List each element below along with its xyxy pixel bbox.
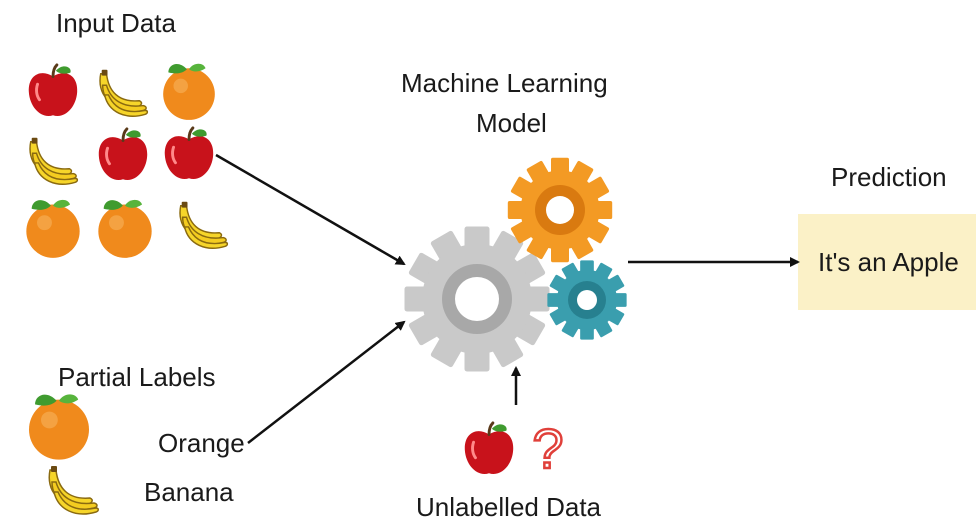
orange-icon [29, 394, 89, 460]
banana-icon [99, 69, 149, 117]
gear-large-hole [455, 277, 499, 321]
prediction-title: Prediction [831, 162, 947, 192]
unlabelled-data-title: Unlabelled Data [416, 492, 602, 522]
model-gears [404, 157, 627, 372]
arrow-input-to-model [215, 153, 406, 266]
orange-icon [163, 63, 215, 120]
model-title-line1: Machine Learning [401, 68, 608, 98]
arrow-labels-to-model [247, 320, 406, 444]
input-data-grid [26, 63, 229, 258]
orange-label: Orange [158, 428, 245, 458]
orange-icon [98, 199, 152, 258]
model-title-line2: Model [476, 108, 547, 138]
orange-icon [26, 199, 80, 258]
apple-icon [97, 127, 149, 182]
banana-label: Banana [144, 477, 234, 507]
question-icon: ? [532, 417, 563, 480]
apple-icon [27, 63, 79, 118]
partial-labels-title: Partial Labels [58, 362, 216, 392]
banana-icon [48, 465, 100, 515]
banana-icon [179, 201, 229, 249]
gear-orange-hole [546, 196, 574, 224]
prediction-value: It's an Apple [818, 247, 959, 277]
apple-icon [163, 126, 215, 181]
gear-teal-hole [577, 290, 597, 310]
prediction-box [798, 214, 976, 310]
banana-icon [29, 137, 79, 185]
apple-icon [463, 421, 515, 476]
input-data-title: Input Data [56, 8, 176, 38]
